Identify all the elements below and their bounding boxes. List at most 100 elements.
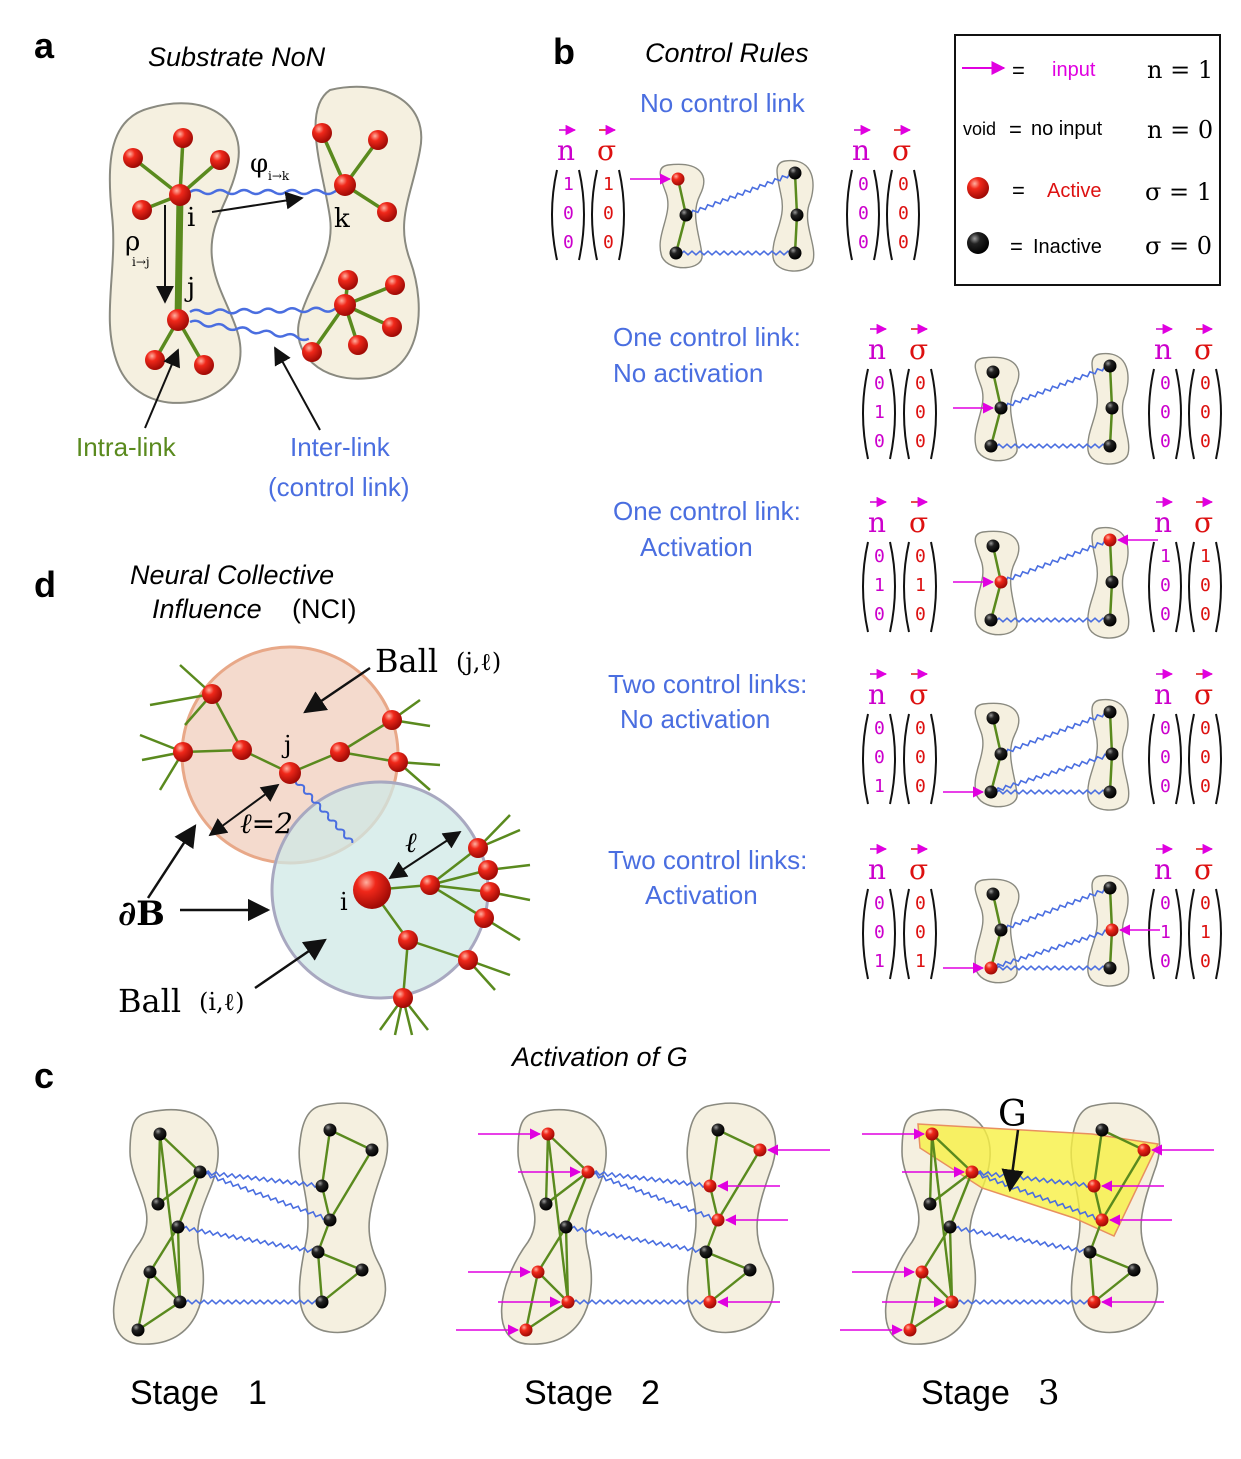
stage-node-left xyxy=(173,1295,187,1309)
boundary-label: ∂B xyxy=(118,894,165,934)
rule-5-sigma-left-bracket-left xyxy=(903,888,910,980)
rule-1-n-right-value: 0 xyxy=(858,174,869,195)
stage-1-number: 1 xyxy=(248,1374,267,1412)
rule-2-sigma-right-header: σ xyxy=(1194,333,1213,366)
mini-node-right xyxy=(788,166,802,180)
legend-input-label: input xyxy=(1052,59,1096,81)
stage-node-right xyxy=(711,1123,725,1137)
rho-subscript: i→j xyxy=(132,255,150,269)
rule-5-n-right-value: 0 xyxy=(1160,951,1171,972)
rule-4-title-line1: Two control links: xyxy=(608,669,807,699)
rule-1-n-left-bracket-left xyxy=(551,169,558,261)
rule-5-sigma-left-value: 0 xyxy=(915,893,926,914)
mini-node-right xyxy=(1105,747,1119,761)
g-label: G xyxy=(998,1094,1027,1135)
rule-5-sigma-left-value: 0 xyxy=(915,922,926,943)
rule-4-n-right-header: n xyxy=(1154,678,1172,711)
rule-3-title-line1: One control link: xyxy=(613,496,801,526)
rule-3-title-line2: Activation xyxy=(640,532,753,562)
stage-intra-right xyxy=(328,1149,374,1221)
stage-node-left xyxy=(581,1165,595,1179)
stage-intra-left xyxy=(908,1271,924,1331)
nci-inter-link xyxy=(291,774,354,844)
mini-node-left xyxy=(986,887,1000,901)
rule-3-sigma-right-bracket-right xyxy=(1215,541,1222,633)
rule-1-n-right-value: 0 xyxy=(858,203,869,224)
stage-1 xyxy=(112,1102,389,1345)
legend-void-n: n = 0 xyxy=(1147,116,1213,144)
arrow-inter xyxy=(274,346,321,431)
stage-node-right xyxy=(1087,1179,1101,1193)
stage-inter-link xyxy=(177,1225,317,1254)
rule-5-diagram xyxy=(943,875,1160,987)
rule-2-sigma-right-bracket-left xyxy=(1188,368,1195,460)
stage-intra-right xyxy=(1092,1129,1104,1187)
panel-a-title: Substrate NoN xyxy=(148,42,326,72)
stage-inter-link xyxy=(951,1299,1093,1305)
arrow-ball-j xyxy=(303,666,371,714)
rule-2-sigma-right-value: 0 xyxy=(1200,431,1211,452)
ell2-label: ℓ=2 xyxy=(240,807,293,840)
rule-3-sigma-left-value: 0 xyxy=(915,546,926,567)
rule-1-sigma-right-value: 0 xyxy=(898,203,909,224)
rule-5-sigma-left-value: 1 xyxy=(915,951,926,972)
rules-layer: n100σ100n000σ000n010σ000n000σ000n010σ010… xyxy=(551,124,1222,987)
stage-node-left xyxy=(531,1265,545,1279)
stage-intra-left xyxy=(148,1226,180,1273)
legend-active-label: Active xyxy=(1047,180,1101,202)
stage-intra-right xyxy=(321,1269,363,1303)
rule-4-n-right-value: 0 xyxy=(1160,747,1171,768)
rule-1-sigma-left-bracket-left xyxy=(591,169,598,261)
mini-inter-link xyxy=(990,443,1108,449)
rule-5-n-left-bracket-right xyxy=(889,888,896,980)
stage-blob-left xyxy=(500,1109,607,1345)
legend-no-input-label: no input xyxy=(1031,118,1103,140)
legend-eq-1: = xyxy=(1012,58,1025,83)
rule-3-n-left-bracket-left xyxy=(862,541,869,633)
rule-3-n-left-bracket-right xyxy=(889,541,896,633)
stage-2 xyxy=(456,1102,830,1345)
node-k-label: k xyxy=(334,204,350,234)
stage-node-right xyxy=(703,1179,717,1193)
g-arrow xyxy=(1001,1129,1024,1193)
stage-intra-left xyxy=(156,1133,162,1205)
rule-4-n-right-bracket-right xyxy=(1175,713,1182,805)
stage-intra-left xyxy=(524,1271,540,1331)
ell-label: ℓ xyxy=(405,826,417,859)
stage-node-right xyxy=(311,1245,325,1259)
stage-inter-link xyxy=(567,1299,709,1305)
node-j-label: j xyxy=(184,273,195,303)
mini-node-right xyxy=(790,208,804,222)
stage-node-left xyxy=(153,1127,167,1141)
panel-a: a Substrate NoN xyxy=(34,25,423,502)
rule-3-sigma-left-value: 1 xyxy=(915,575,926,596)
stage-intra-right xyxy=(1089,1250,1135,1272)
stage-intra-right xyxy=(317,1250,363,1272)
rule-4-sigma-right-value: 0 xyxy=(1200,747,1211,768)
rule-2-n-left-value: 0 xyxy=(874,373,885,394)
stage-intra-left xyxy=(931,1133,973,1173)
stage-intra-right xyxy=(1101,1128,1145,1152)
rule-5-n-left-header: n xyxy=(868,853,886,886)
stage-1-word: Stage xyxy=(130,1374,219,1412)
mini-inter-link xyxy=(990,789,1108,795)
rule-2-n-left-bracket-left xyxy=(862,368,869,460)
rule-1-sigma-left-value: 0 xyxy=(603,232,614,253)
stage-node-left xyxy=(559,1220,573,1234)
rule-2-title-line2: No activation xyxy=(613,358,763,388)
blob-left xyxy=(108,102,242,404)
rule-2-n-left-bracket-right xyxy=(889,368,896,460)
rule-5-n-left-value: 0 xyxy=(874,922,885,943)
rule-5-n-left-bracket-left xyxy=(862,888,869,980)
rho-symbol: ρ xyxy=(125,227,140,257)
stage-intra-left xyxy=(564,1171,590,1228)
mini-node-right xyxy=(1105,401,1119,415)
arrow-ell xyxy=(388,831,462,879)
panel-d: d Neural Collective Influence (NCI) xyxy=(34,560,531,1036)
rule-5-n-right-bracket-right xyxy=(1175,888,1182,980)
mini-node-right xyxy=(788,246,802,260)
